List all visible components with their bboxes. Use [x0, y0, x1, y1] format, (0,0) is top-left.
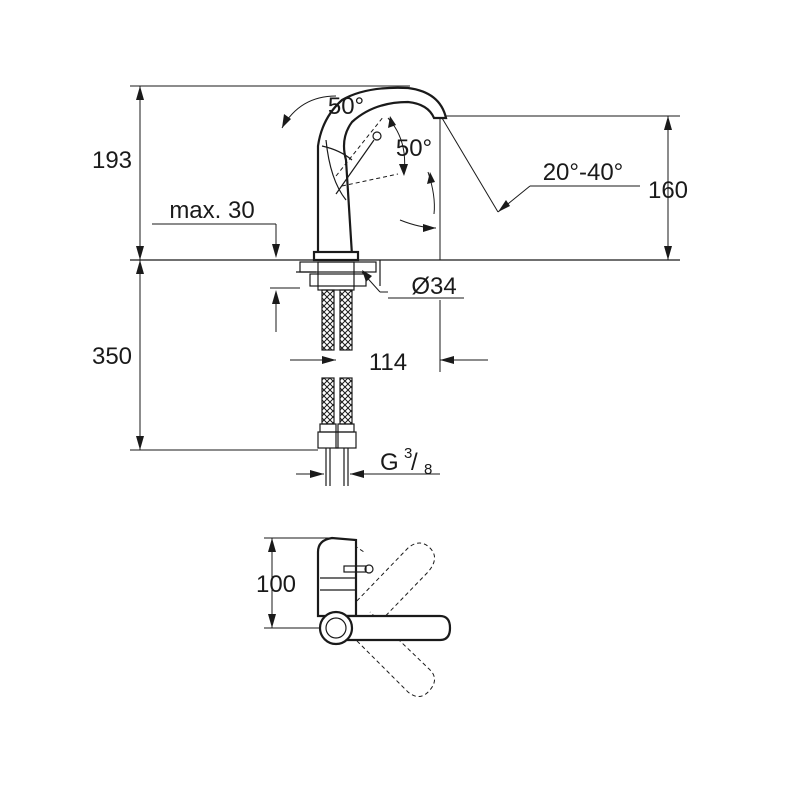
- spout-angle-lines: [399, 117, 640, 260]
- dim-label-connection-den: 8: [424, 461, 432, 478]
- angle-arc-50-right: [387, 116, 408, 176]
- dim-label-max30: max. 30: [169, 197, 254, 224]
- angle-arc-50-top: [281, 95, 337, 129]
- dim-label-193: 193: [92, 147, 132, 174]
- dim-label-connection-num: 3: [404, 445, 412, 462]
- flex-hoses: [317, 289, 357, 486]
- dim-label-350: 350: [92, 343, 132, 370]
- angle-label-50-right: 50°: [396, 135, 432, 162]
- dimension-160: [664, 116, 672, 260]
- dimension-114: [290, 300, 488, 372]
- dimension-100: [264, 537, 330, 629]
- dim-label-slash: /: [411, 449, 418, 476]
- dimension-diameter: [361, 270, 464, 299]
- dim-label-100: 100: [256, 571, 296, 598]
- lever-handle: [335, 115, 399, 195]
- plan-view: [316, 536, 452, 697]
- dim-label-160: 160: [648, 177, 688, 204]
- dim-label-diameter: Ø34: [411, 273, 456, 300]
- connection-thread: [296, 470, 440, 478]
- dimension-max30: [152, 223, 300, 332]
- dim-label-connection: G: [380, 449, 399, 476]
- dimension-350: [130, 260, 318, 451]
- dimension-193: [136, 86, 144, 260]
- angle-label-spout: 20°-40°: [543, 159, 624, 186]
- dim-label-114: 114: [369, 349, 407, 376]
- angle-label-50-top: 50°: [328, 93, 364, 120]
